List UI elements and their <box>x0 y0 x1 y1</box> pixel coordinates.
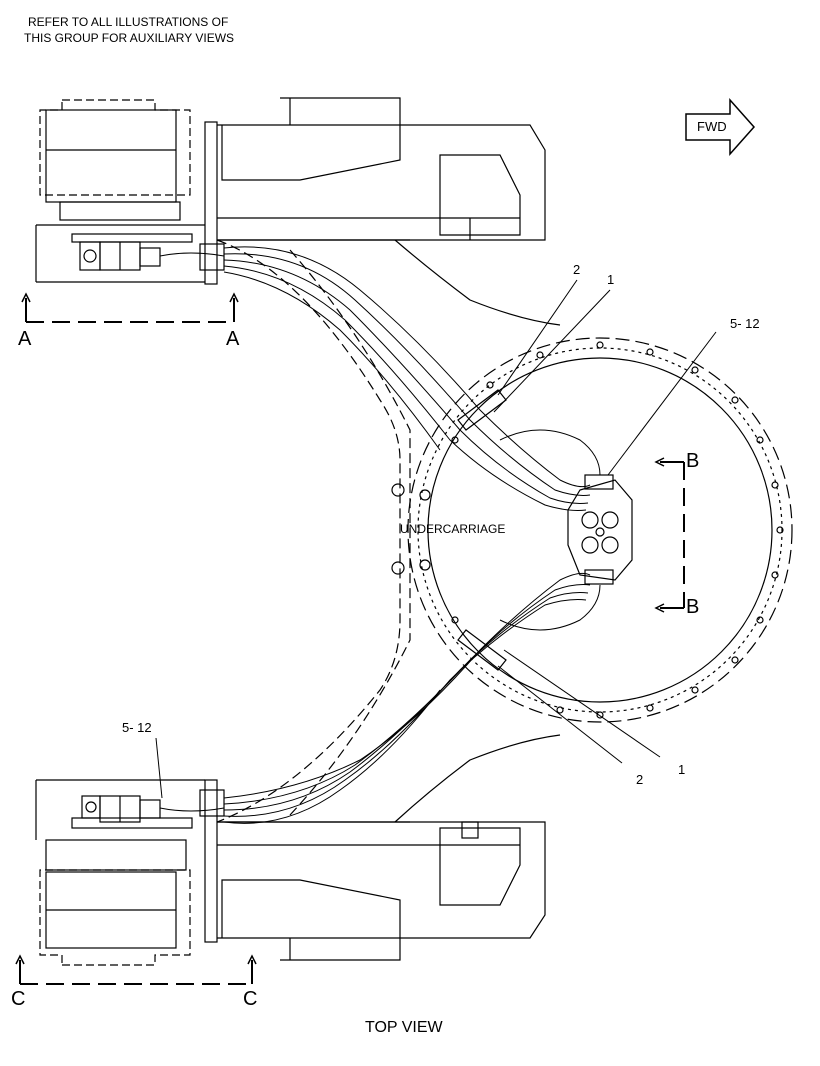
callout-top-2: 2 <box>573 262 581 277</box>
swing-ring <box>407 337 793 723</box>
bottom-track-roller <box>35 779 205 966</box>
section-marker-c <box>15 954 257 985</box>
section-label-c-right: C <box>243 988 258 1010</box>
note-line-1: REFER TO ALL ILLUSTRATIONS OF <box>28 15 229 29</box>
hose-bundle-bottom <box>159 572 601 824</box>
section-marker-b <box>654 457 685 613</box>
fwd-label: FWD <box>697 119 727 134</box>
bottom-valve-block <box>71 795 193 829</box>
section-label-a-left: A <box>18 328 32 350</box>
top-valve-block <box>71 233 193 271</box>
ring-bolt-holes <box>391 341 784 719</box>
section-label-b-top: B <box>686 450 700 472</box>
callout-bottom-5-12: 5- 12 <box>122 720 152 735</box>
callout-top-5-12: 5- 12 <box>730 316 760 331</box>
callout-bottom-1: 1 <box>678 762 686 777</box>
top-track-roller <box>35 99 205 283</box>
swivel-manifold <box>567 474 633 585</box>
bottom-frame-plate <box>199 779 546 961</box>
undercarriage-label: UNDERCARRIAGE <box>400 522 506 536</box>
fwd-arrow-shape <box>685 98 756 156</box>
hose-bundle-top <box>159 246 601 511</box>
view-title: TOP VIEW <box>365 1019 443 1036</box>
callout-bottom-2: 2 <box>636 772 644 787</box>
section-marker-a <box>21 292 239 323</box>
top-frame-plate <box>199 97 546 285</box>
section-label-c-left: C <box>11 988 26 1010</box>
frame-body <box>216 239 561 823</box>
leader-lines <box>155 279 717 799</box>
section-label-a-right: A <box>226 328 240 350</box>
callout-top-1: 1 <box>607 272 615 287</box>
note-line-2: THIS GROUP FOR AUXILIARY VIEWS <box>24 31 235 45</box>
section-label-b-bottom: B <box>686 596 700 618</box>
